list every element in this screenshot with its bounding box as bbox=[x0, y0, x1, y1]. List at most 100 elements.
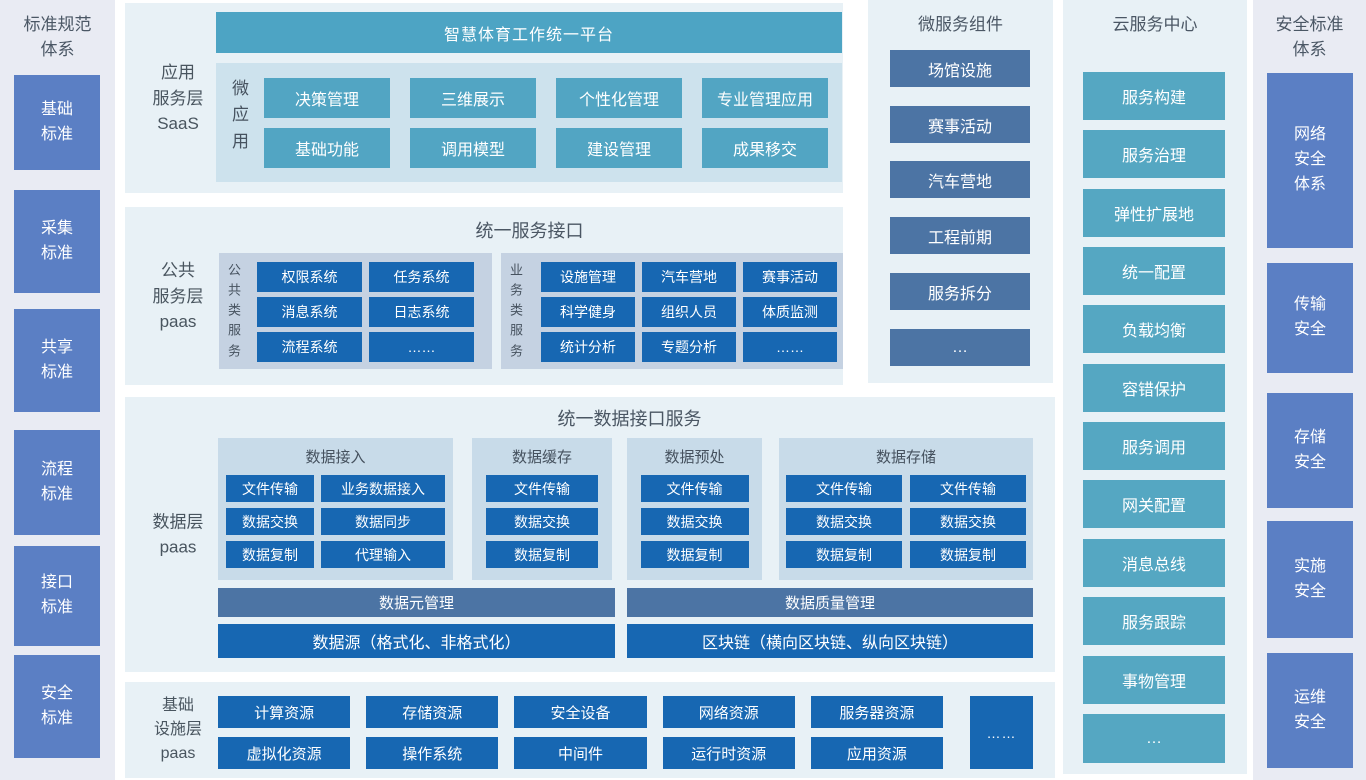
cloud-elastic: 弹性扩展地 bbox=[1083, 189, 1225, 237]
app-module-model: 调用模型 bbox=[410, 128, 536, 168]
preprocess-file-transfer: 文件传输 bbox=[640, 475, 749, 502]
access-proxy-input: 代理输入 bbox=[321, 541, 445, 568]
app-module-pro-mgmt: 专业管理应用 bbox=[702, 78, 828, 118]
storage-exchange-1: 数据交换 bbox=[786, 508, 902, 535]
svc-workflow: 流程系统 bbox=[257, 332, 362, 362]
infra-server: 服务器资源 bbox=[810, 696, 944, 728]
infra-security: 安全设备 bbox=[514, 696, 647, 728]
micro-app-label: 微 应 用 bbox=[232, 79, 249, 151]
ms-splitting: 服务拆分 bbox=[890, 273, 1030, 310]
app-module-3d: 三维展示 bbox=[410, 78, 536, 118]
biz-thematic: 专题分析 bbox=[642, 332, 736, 362]
standard-item-interface: 接口 标准 bbox=[14, 546, 100, 646]
access-sync: 数据同步 bbox=[321, 508, 445, 535]
data-cache-group: 数据缓存 文件传输 数据交换 数据复制 bbox=[472, 438, 612, 580]
cloud-transaction: 事物管理 bbox=[1083, 656, 1225, 704]
cache-exchange: 数据交换 bbox=[486, 508, 598, 535]
storage-replicate-1: 数据复制 bbox=[786, 541, 902, 568]
biz-facility: 设施管理 bbox=[541, 262, 635, 292]
cloud-gateway: 网关配置 bbox=[1083, 480, 1225, 528]
data-cache-title: 数据缓存 bbox=[511, 449, 572, 466]
micro-app-row: 基础功能 调用模型 建设管理 成果移交 bbox=[264, 128, 828, 168]
data-preprocess-title: 数据预处 bbox=[664, 449, 725, 466]
infrastructure-rows: 计算资源 存储资源 安全设备 网络资源 服务器资源 虚拟化资源 操作系统 中间件… bbox=[218, 696, 944, 778]
cloud-faulttolerance: 容错保护 bbox=[1083, 364, 1225, 412]
app-module-personal: 个性化管理 bbox=[556, 78, 682, 118]
access-exchange: 数据交换 bbox=[226, 508, 314, 535]
microservices-title: 微服务组件 bbox=[918, 15, 1003, 34]
svc-message: 消息系统 bbox=[257, 297, 362, 327]
data-layer-panel: 数据层 paas 统一数据接口服务 数据接入 文件传输 业务数据接入 数据交换 … bbox=[125, 397, 1055, 672]
standard-item-process: 流程 标准 bbox=[14, 430, 100, 535]
app-module-decision: 决策管理 bbox=[264, 78, 390, 118]
infra-storage: 存储资源 bbox=[366, 696, 499, 728]
ms-venue: 场馆设施 bbox=[890, 50, 1030, 87]
cloud-center-title: 云服务中心 bbox=[1112, 15, 1198, 34]
svc-task: 任务系统 bbox=[369, 262, 474, 292]
storage-exchange-2: 数据交换 bbox=[910, 508, 1026, 535]
data-storage-title: 数据存储 bbox=[875, 449, 936, 466]
standard-item-basic: 基础 标准 bbox=[14, 75, 100, 170]
storage-file-transfer-1: 文件传输 bbox=[786, 475, 902, 502]
ms-preproject: 工程前期 bbox=[890, 217, 1030, 254]
unified-service-interface-title: 统一服务接口 bbox=[475, 221, 584, 241]
infra-more-block: …… bbox=[970, 696, 1033, 769]
security-standards-title: 安全标准 体系 bbox=[1275, 15, 1344, 59]
micro-app-row: 决策管理 三维展示 个性化管理 专业管理应用 bbox=[264, 78, 828, 118]
app-module-construct: 建设管理 bbox=[556, 128, 682, 168]
unified-data-interface-title: 统一数据接口服务 bbox=[557, 409, 702, 429]
micro-app-panel: 微 应 用 决策管理 三维展示 个性化管理 专业管理应用 基础功能 调用模型 建… bbox=[216, 63, 842, 182]
security-implementation: 实施 安全 bbox=[1267, 521, 1353, 638]
cloud-loadbalance: 负载均衡 bbox=[1083, 305, 1225, 353]
data-storage-grid: 文件传输 文件传输 数据交换 数据交换 数据复制 数据复制 bbox=[779, 475, 1033, 568]
app-service-layer-panel: 应用 服务层 SaaS 智慧体育工作统一平台 微 应 用 决策管理 三维展示 个… bbox=[125, 3, 843, 193]
cloud-tracking: 服务跟踪 bbox=[1083, 597, 1225, 645]
cloud-invoke: 服务调用 bbox=[1083, 422, 1225, 470]
preprocess-replicate: 数据复制 bbox=[640, 541, 749, 568]
data-access-group: 数据接入 文件传输 业务数据接入 数据交换 数据同步 数据复制 代理输入 bbox=[218, 438, 453, 580]
access-biz-ingest: 业务数据接入 bbox=[321, 475, 445, 502]
data-storage-group: 数据存储 文件传输 文件传输 数据交换 数据交换 数据复制 数据复制 bbox=[779, 438, 1033, 580]
biz-personnel: 组织人员 bbox=[642, 297, 736, 327]
security-transport: 传输 安全 bbox=[1267, 263, 1353, 373]
standard-item-security: 安全 标准 bbox=[14, 655, 100, 758]
infrastructure-row: 计算资源 存储资源 安全设备 网络资源 服务器资源 bbox=[218, 696, 944, 728]
infra-compute: 计算资源 bbox=[218, 696, 351, 728]
ms-more: … bbox=[890, 329, 1030, 366]
micro-app-buttons: 决策管理 三维展示 个性化管理 专业管理应用 基础功能 调用模型 建设管理 成果… bbox=[264, 78, 828, 178]
security-standards-sidebar: 安全标准 体系 网络 安全 体系 传输 安全 存储 安全 实施 安全 运维 安全 bbox=[1253, 0, 1366, 780]
biz-more: …… bbox=[743, 332, 837, 362]
public-service-layer-label: 公共 服务层 paas bbox=[152, 260, 204, 331]
data-access-title: 数据接入 bbox=[305, 449, 366, 466]
infra-middleware: 中间件 bbox=[514, 737, 647, 769]
biz-physique: 体质监测 bbox=[743, 297, 837, 327]
public-service-layer-panel: 公共 服务层 paas 统一服务接口 公 共 类 服 务 权限系统 任务系统 消… bbox=[125, 207, 843, 385]
data-preprocess-group: 数据预处 文件传输 数据交换 数据复制 bbox=[627, 438, 762, 580]
common-services-grid: 权限系统 任务系统 消息系统 日志系统 流程系统 …… bbox=[257, 262, 474, 362]
svc-permission: 权限系统 bbox=[257, 262, 362, 292]
biz-statistics: 统计分析 bbox=[541, 332, 635, 362]
app-module-handover: 成果移交 bbox=[702, 128, 828, 168]
access-file-transfer: 文件传输 bbox=[226, 475, 314, 502]
storage-replicate-2: 数据复制 bbox=[910, 541, 1026, 568]
business-services-group: 业 务 类 服 务 设施管理 汽车营地 赛事活动 科学健身 组织人员 体质监测 … bbox=[501, 253, 843, 369]
svc-log: 日志系统 bbox=[369, 297, 474, 327]
biz-events: 赛事活动 bbox=[743, 262, 837, 292]
standard-item-collect: 采集 标准 bbox=[14, 190, 100, 293]
ms-camping: 汽车营地 bbox=[890, 161, 1030, 198]
business-services-label: 业 务 类 服 务 bbox=[510, 262, 524, 359]
app-module-basic: 基础功能 bbox=[264, 128, 390, 168]
cache-file-transfer: 文件传输 bbox=[486, 475, 598, 502]
microservices-column: 微服务组件 场馆设施 赛事活动 汽车营地 工程前期 服务拆分 … bbox=[868, 0, 1053, 383]
infra-virtual: 虚拟化资源 bbox=[218, 737, 351, 769]
infra-network: 网络资源 bbox=[662, 696, 795, 728]
data-access-grid: 文件传输 业务数据接入 数据交换 数据同步 数据复制 代理输入 bbox=[218, 475, 453, 568]
data-source-bar: 数据源（格式化、非格式化） bbox=[218, 624, 615, 658]
platform-title-bar: 智慧体育工作统一平台 bbox=[216, 12, 842, 53]
standard-item-share: 共享 标准 bbox=[14, 309, 100, 412]
common-services-group: 公 共 类 服 务 权限系统 任务系统 消息系统 日志系统 流程系统 …… bbox=[219, 253, 492, 369]
data-quality-bar: 数据质量管理 bbox=[627, 588, 1033, 617]
ms-events: 赛事活动 bbox=[890, 106, 1030, 143]
biz-camping: 汽车营地 bbox=[642, 262, 736, 292]
security-operations: 运维 安全 bbox=[1267, 653, 1353, 768]
